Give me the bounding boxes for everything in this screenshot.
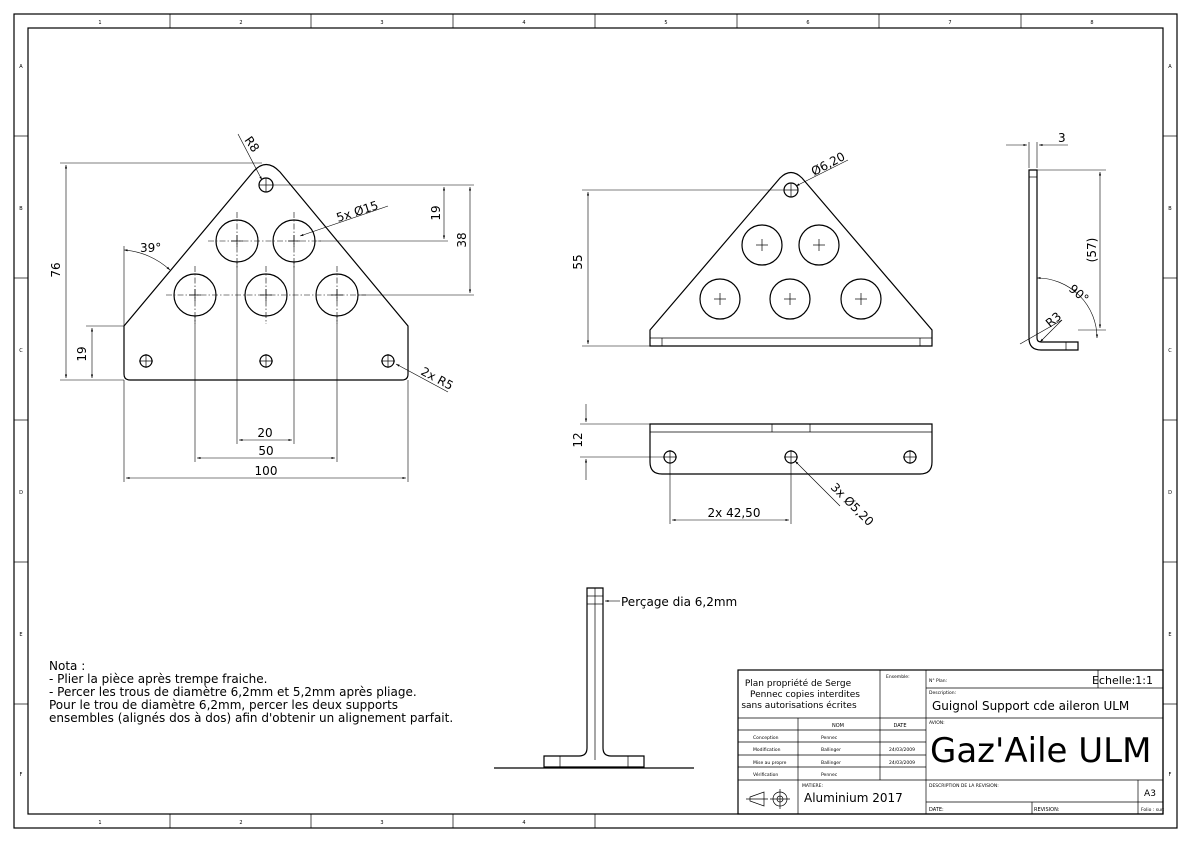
sheet-border: 1 2 3 4 5 6 7 8 1 2 3 4 A B C D E F A B … <box>13 13 1178 829</box>
row-label: D <box>19 490 23 496</box>
row-label: A <box>19 64 23 70</box>
dim-100: 100 <box>255 464 278 478</box>
back-view: Ø6,20 55 <box>571 149 933 347</box>
col-label: 3 <box>380 20 383 26</box>
note-line: Nota : <box>49 659 85 673</box>
row-label: C <box>1168 348 1172 354</box>
dim-r8: R8 <box>242 134 263 155</box>
col-label: 3 <box>380 820 383 826</box>
col-label: 2 <box>239 20 242 26</box>
row-label: A <box>1168 64 1172 70</box>
date-label: DATE: <box>929 807 944 813</box>
dim-19-left: 19 <box>75 346 89 361</box>
dim-hole62: Ø6,20 <box>809 149 848 178</box>
description: Guignol Support cde aileron ULM <box>932 699 1129 713</box>
row-label: E <box>19 632 22 638</box>
materiel-label: MATIERE: <box>802 783 823 789</box>
dim-50: 50 <box>258 444 273 458</box>
person: Ballinger <box>821 747 841 753</box>
role: Mise au propre <box>753 760 787 766</box>
col-label: 1 <box>98 20 101 26</box>
revision-label: REVISION: <box>1034 807 1060 813</box>
col-label: 4 <box>522 820 525 826</box>
note-line: Pour le trou de diamètre 6,2mm, percer l… <box>49 698 398 712</box>
note-line: - Percer les trous de diamètre 6,2mm et … <box>49 685 417 699</box>
col-label: 5 <box>664 20 667 26</box>
dim-20: 20 <box>257 426 272 440</box>
row-label: D <box>1168 490 1172 496</box>
col-label: 6 <box>806 20 809 26</box>
dim-holes52: 3x Ø5,20 <box>828 480 877 529</box>
dim-55: 55 <box>571 254 585 269</box>
note-line: ensembles (alignés dos à dos) afin d'obt… <box>49 711 453 725</box>
side-view: 3 (57) 90° R3 <box>1006 131 1106 351</box>
dim-holes15: 5x Ø15 <box>335 198 380 225</box>
role: Modification <box>753 747 781 753</box>
title-block: Plan propriété de Serge Pennec copies in… <box>737 669 1164 815</box>
row-label: B <box>19 206 23 212</box>
dim-57: (57) <box>1085 238 1099 263</box>
row-label: E <box>1168 632 1171 638</box>
dim-r5: 2x R5 <box>419 364 456 393</box>
avion-label: AVION: <box>929 720 945 726</box>
col-label: 1 <box>98 820 101 826</box>
dim-angle: 39° <box>140 241 161 255</box>
date-header: DATE <box>893 723 906 729</box>
dim-76: 76 <box>49 262 63 277</box>
role: Conception <box>753 735 779 741</box>
person: Pennec <box>821 735 838 741</box>
col-label: 7 <box>948 20 951 26</box>
nom-header: NOM <box>832 723 844 729</box>
projection-symbol-icon <box>746 789 790 809</box>
row-label: F <box>20 772 23 778</box>
top-view: 12 2x 42,50 3x Ø5,20 <box>571 404 933 529</box>
row-label: F <box>1169 772 1172 778</box>
row-label: C <box>19 348 23 354</box>
ensemble-label: Ensemble: <box>886 674 910 680</box>
owner-line: Pennec copies interdites <box>750 690 860 700</box>
col-label: 2 <box>239 820 242 826</box>
section-view: Perçage dia 6,2mm <box>494 587 737 769</box>
format: A3 <box>1144 789 1156 799</box>
dim-12: 12 <box>571 432 585 447</box>
avion: Gaz'Aile ULM <box>930 731 1151 771</box>
notes: Nota : - Plier la pièce après trempe fra… <box>49 659 453 725</box>
plan-label: N° Plan: <box>929 678 947 684</box>
front-view: R8 5x Ø15 39° 76 19 19 38 2x R5 20 50 10… <box>49 134 474 482</box>
description-label: Description: <box>929 690 956 696</box>
dim-38: 38 <box>455 232 469 247</box>
dim-90: 90° <box>1066 282 1091 306</box>
dim-pitch: 2x 42,50 <box>708 506 761 520</box>
revision-desc-label: DESCRIPTION DE LA REVISION: <box>929 783 999 789</box>
note-line: - Plier la pièce après trempe fraiche. <box>49 672 267 686</box>
person: Pennec <box>821 772 838 778</box>
col-label: 4 <box>522 20 525 26</box>
row-label: B <box>1168 206 1172 212</box>
dim-r3: R3 <box>1043 309 1064 330</box>
owner-line: Plan propriété de Serge <box>745 678 852 689</box>
date: 24/03/2009 <box>889 760 915 766</box>
dim-19-right: 19 <box>429 205 443 220</box>
dim-3: 3 <box>1058 131 1066 145</box>
materiel: Aluminium 2017 <box>804 791 903 805</box>
owner-line: sans autorisations écrites <box>741 700 857 711</box>
date: 24/03/2009 <box>889 747 915 753</box>
folio: Folio : sur: <box>1141 807 1164 813</box>
role: Vérification <box>753 771 778 778</box>
col-label: 8 <box>1090 20 1093 26</box>
person: Ballinger <box>821 760 841 766</box>
scale: Echelle:1:1 <box>1092 674 1153 687</box>
drill-note: Perçage dia 6,2mm <box>621 595 737 609</box>
